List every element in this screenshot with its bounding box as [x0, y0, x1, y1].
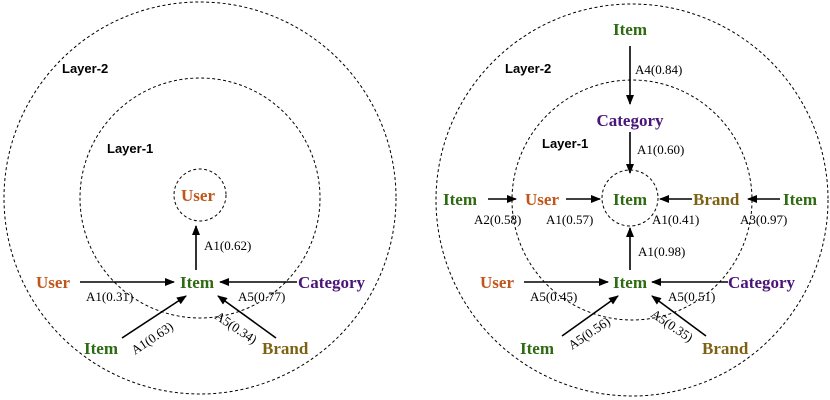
left-category-node: Category: [298, 273, 366, 292]
left-edge-label-category-hub: A5(0.77): [238, 289, 285, 304]
right-edge-label-top-category: A4(0.84): [635, 62, 682, 77]
left-edge-label-hub-center: A1(0.62): [204, 238, 251, 253]
left-outer-ring: [3, 1, 397, 395]
right-layer-2-label: Layer-2: [505, 61, 551, 76]
right-graph: Layer-2 Layer-1 Item Category Item User …: [435, 3, 829, 397]
left-layer-1-label: Layer-1: [107, 141, 153, 156]
left-edge-label-brand-hub: A5(0.34): [212, 308, 260, 347]
left-layer-2-label: Layer-2: [62, 61, 108, 76]
right-category-low-node: Category: [728, 273, 796, 292]
left-edge-item-hub: [121, 295, 187, 339]
right-edge-label-brand-center: A1(0.41): [652, 212, 699, 227]
right-item-far-left-node: Item: [443, 190, 477, 209]
right-edge-label-hub-center: A1(0.98): [638, 244, 685, 259]
left-inner-ring: [79, 77, 321, 319]
left-user-node: User: [36, 273, 70, 292]
left-center-user-node: User: [181, 186, 215, 205]
right-center-ring: [601, 169, 659, 227]
right-brand-mid-node: Brand: [693, 190, 740, 209]
right-edge-label-user-center: A1(0.57): [546, 212, 593, 227]
right-top-item-node: Item: [613, 20, 647, 39]
right-edge-label-farleft-user: A2(0.58): [474, 212, 521, 227]
left-graph: Layer-2 Layer-1 User Item User Category …: [3, 1, 397, 395]
right-layer-1-label: Layer-1: [542, 136, 588, 151]
right-edge-label-farright-brand: A3(0.97): [740, 212, 787, 227]
left-brand-node: Brand: [262, 339, 309, 358]
right-hub-item-node: Item: [613, 273, 647, 292]
right-outer-ring: [435, 3, 829, 397]
right-user-low-node: User: [480, 273, 514, 292]
right-category-mid-node: Category: [596, 111, 664, 130]
right-edge-label-category-center: A1(0.60): [637, 142, 684, 157]
right-item-far-right-node: Item: [783, 190, 817, 209]
right-edge-item-hub: [561, 295, 619, 337]
right-center-item-node: Item: [613, 190, 647, 209]
left-edge-label-user-hub: A1(0.31): [86, 289, 133, 304]
right-edge-label-category-hub: A5(0.51): [668, 289, 715, 304]
right-item-low-node: Item: [520, 339, 554, 358]
left-edge-brand-hub: [217, 295, 277, 339]
right-edge-label-item-hub: A5(0.56): [565, 314, 613, 353]
right-brand-low-node: Brand: [702, 339, 749, 358]
right-edge-brand-hub: [651, 295, 707, 337]
left-item-node: Item: [84, 339, 118, 358]
left-center-ring: [173, 168, 227, 222]
right-user-mid-node: User: [525, 190, 559, 209]
left-edge-label-item-hub: A1(0.63): [128, 319, 176, 358]
right-edge-label-user-hub: A5(0.45): [530, 289, 577, 304]
left-hub-item-node: Item: [180, 273, 214, 292]
